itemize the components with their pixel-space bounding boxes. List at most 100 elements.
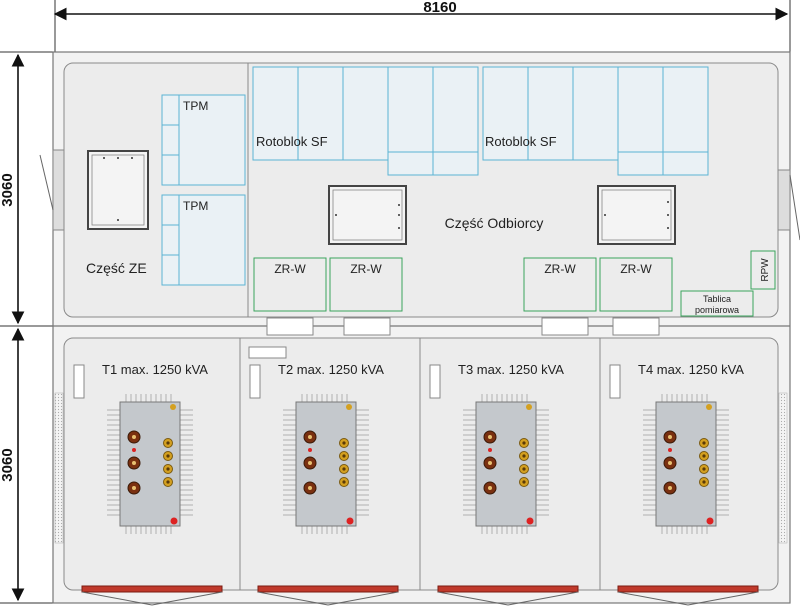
rotoblok-left: Rotoblok SF [252,66,479,176]
bay-door-mark [249,364,261,399]
vent-left-upper [39,149,65,231]
bay-door-mark [429,364,441,399]
rpw-label: RPW [760,258,771,282]
red-indicator [308,448,312,452]
hv-bushing-core [132,461,136,465]
top-indicator [706,404,712,410]
rpw-box: RPW [750,250,776,290]
lv-bushing-core [522,480,526,484]
ze-part-label: Część ZE [86,260,147,276]
lv-bushing-core [166,454,170,458]
wall-openings [266,317,660,336]
dimension-width-label: 8160 [423,0,456,16]
top-indicator [170,404,176,410]
transformer-bay-2: T2 max. 1250 kVA [249,362,399,606]
red-indicator [488,448,492,452]
zr-box-2: ZR-W [329,257,403,312]
radiator-fins [107,394,193,534]
zr-box-2-label: ZR-W [350,262,382,276]
lv-bushing-core [342,480,346,484]
consumer-cabinet-left [328,185,407,245]
zr-box-1-label: ZR-W [274,262,306,276]
door-swing [687,591,759,606]
vent-left-lower [54,392,64,544]
transformer-label-1: T1 max. 1250 kVA [102,362,208,377]
door-swing [327,591,399,606]
lv-bushing-core [702,467,706,471]
metering-board-line2: pomiarowa [695,305,739,315]
hv-bushing-core [668,486,672,490]
hv-bushing-core [488,435,492,439]
rotoblok-right: Rotoblok SF [482,66,709,176]
metering-board: Tablica pomiarowa [680,290,754,317]
door-swing [81,591,153,606]
zr-box-4-label: ZR-W [620,262,652,276]
lv-bushing-core [522,467,526,471]
bottom-indicator [346,517,354,525]
hv-bushing-core [488,486,492,490]
lv-bushing-core [702,441,706,445]
lv-bushing-core [702,480,706,484]
transformer-tank [295,401,357,527]
transformer-bay-4: T4 max. 1250 kVA [609,362,759,606]
lv-bushing-core [342,454,346,458]
bay-door [617,585,759,593]
lv-bushing-core [166,480,170,484]
red-indicator [132,448,136,452]
hv-bushing-core [132,486,136,490]
ze-cabinet [87,150,149,230]
bottom-indicator [706,517,714,525]
dimension-height-upper: 3060 [0,51,58,327]
door-swing [257,591,329,606]
zr-box-3-label: ZR-W [544,262,576,276]
door-swing [507,591,579,606]
vent-right-lower [778,392,788,544]
hv-bushing-core [668,435,672,439]
bottom-indicator [526,517,534,525]
zr-box-3: ZR-W [523,257,597,312]
rotoblok-left-label: Rotoblok SF [256,134,328,149]
hv-bushing-core [308,461,312,465]
door-swing [437,591,509,606]
metering-board-line1: Tablica [703,294,731,304]
transformer-bay-3: T3 max. 1250 kVA [429,362,579,606]
consumer-cabinet-right [597,185,676,245]
lv-bushing-core [702,454,706,458]
hv-bushing-core [488,461,492,465]
lv-bushing-core [522,454,526,458]
bay-door [437,585,579,593]
transformer-label-2: T2 max. 1250 kVA [278,362,384,377]
lv-bushing-core [166,441,170,445]
radiator-fins [463,394,549,534]
bottom-indicator [170,517,178,525]
rotoblok-right-label: Rotoblok SF [485,134,557,149]
bay-door [81,585,223,593]
red-indicator [668,448,672,452]
radiator-fins [643,394,729,534]
hv-bushing-core [132,435,136,439]
door-swing [151,591,223,606]
top-indicator [526,404,532,410]
hv-bushing-core [668,461,672,465]
lv-bushing-core [342,467,346,471]
zr-box-1: ZR-W [253,257,327,312]
tpm-unit-bottom: TPM [161,194,246,286]
tpm-bottom-label: TPM [183,199,208,213]
consumer-part-label: Część Odbiorcy [445,215,544,231]
bay-door-mark [609,364,621,399]
top-indicator [346,404,352,410]
dimension-height-lower-label: 3060 [0,448,16,481]
dimension-height-upper-label: 3060 [0,173,16,206]
bay-door-mark [73,364,85,399]
transformer-bays: T1 max. 1250 kVA T2 max. 1250 kVA T3 max. … [73,362,759,606]
transformer-label-4: T4 max. 1250 kVA [638,362,744,377]
hv-bushing-core [308,486,312,490]
bay-door [257,585,399,593]
transformer-bay-1: T1 max. 1250 kVA [73,362,223,606]
lv-bushing-core [522,441,526,445]
vent-right-upper [777,169,800,241]
zr-box-4: ZR-W [599,257,673,312]
lv-bushing-core [342,441,346,445]
tpm-top-label: TPM [183,99,208,113]
